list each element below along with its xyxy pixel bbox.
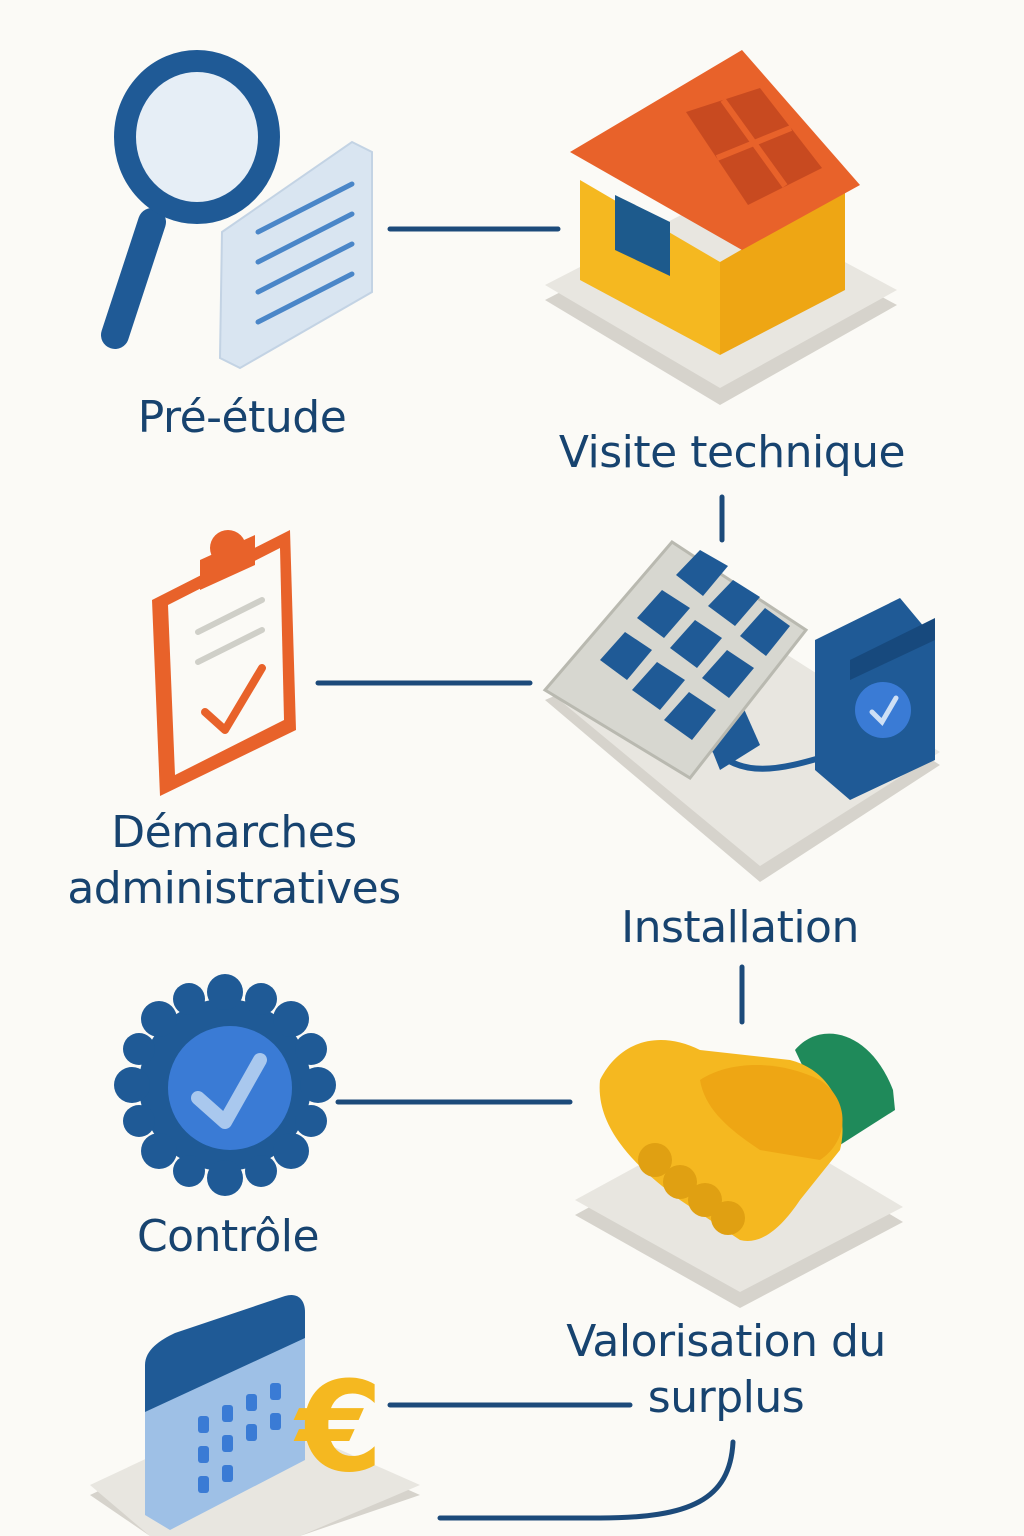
label-demarches-administratives: Démarches administratives [67, 805, 401, 917]
label-valorisation-surplus: Valorisation du surplus [566, 1314, 886, 1426]
house-solar-roof-icon [545, 50, 897, 405]
clipboard-check-icon [152, 530, 296, 796]
solar-panel-inverter-icon [542, 540, 940, 882]
label-line-1: Démarches [111, 807, 357, 858]
euro-symbol: € [293, 1355, 383, 1500]
label-line-2: surplus [647, 1372, 805, 1423]
label-line-1: Valorisation du [566, 1316, 886, 1367]
certified-seal-icon [114, 974, 336, 1196]
label-controle: Contrôle [136, 1209, 320, 1265]
label-visite-technique: Visite technique [558, 425, 906, 481]
label-text: Contrôle [136, 1211, 320, 1262]
label-pre-etude: Pré-étude [138, 390, 347, 446]
connector-valorisation-calendar-curve [437, 1439, 736, 1521]
label-text: Pré-étude [137, 392, 347, 443]
label-text: Installation [621, 902, 859, 953]
calendar-euro-icon: € [90, 1294, 420, 1536]
label-text: Visite technique [558, 427, 906, 478]
label-line-2: administratives [67, 863, 401, 914]
handshake-icon [575, 1033, 903, 1308]
magnifier-document-icon [101, 50, 373, 370]
label-installation: Installation [621, 900, 859, 956]
